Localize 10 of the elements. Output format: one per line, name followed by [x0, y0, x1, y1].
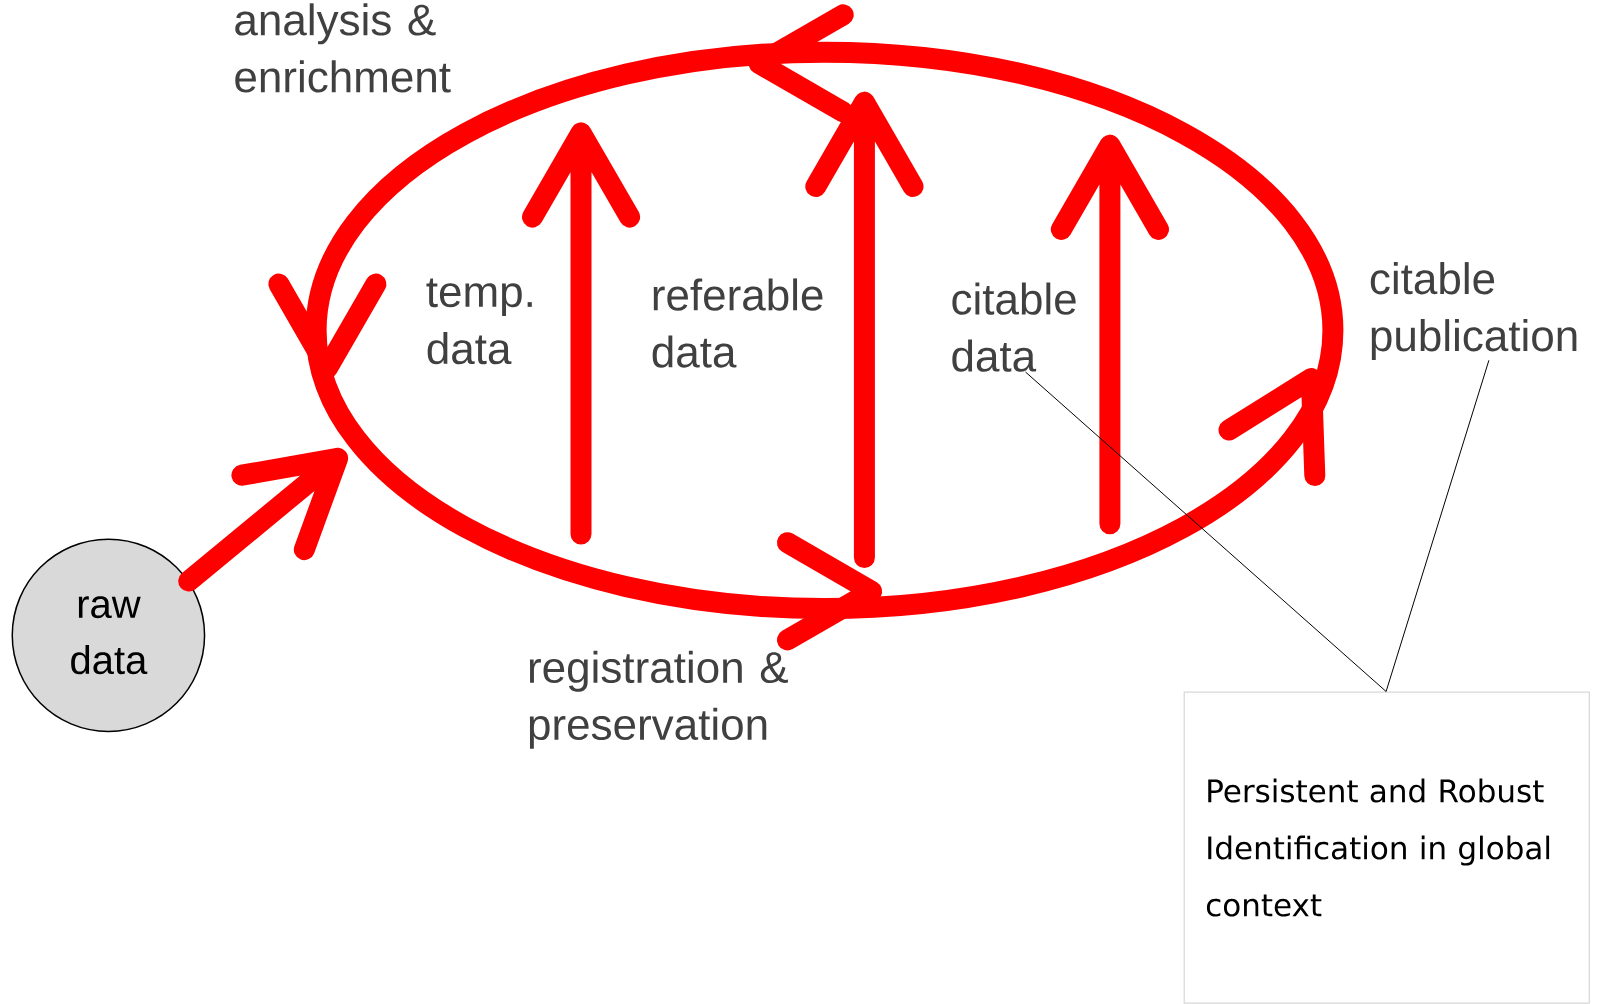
data-label: citable data — [952, 282, 1076, 372]
arrow — [178, 447, 349, 592]
cycle-label: analysis & enrichment — [235, 3, 451, 93]
data-label: citable publication — [1370, 262, 1577, 361]
cycle-label: temp. data — [426, 278, 532, 365]
leader-line — [1385, 359, 1490, 692]
cycle-label: registration & preservation — [529, 650, 788, 749]
note-box: Persistent and Robust Identification in global context — [1183, 691, 1590, 1004]
cycle-label: referable data — [652, 278, 823, 368]
leader-line — [1025, 371, 1387, 692]
